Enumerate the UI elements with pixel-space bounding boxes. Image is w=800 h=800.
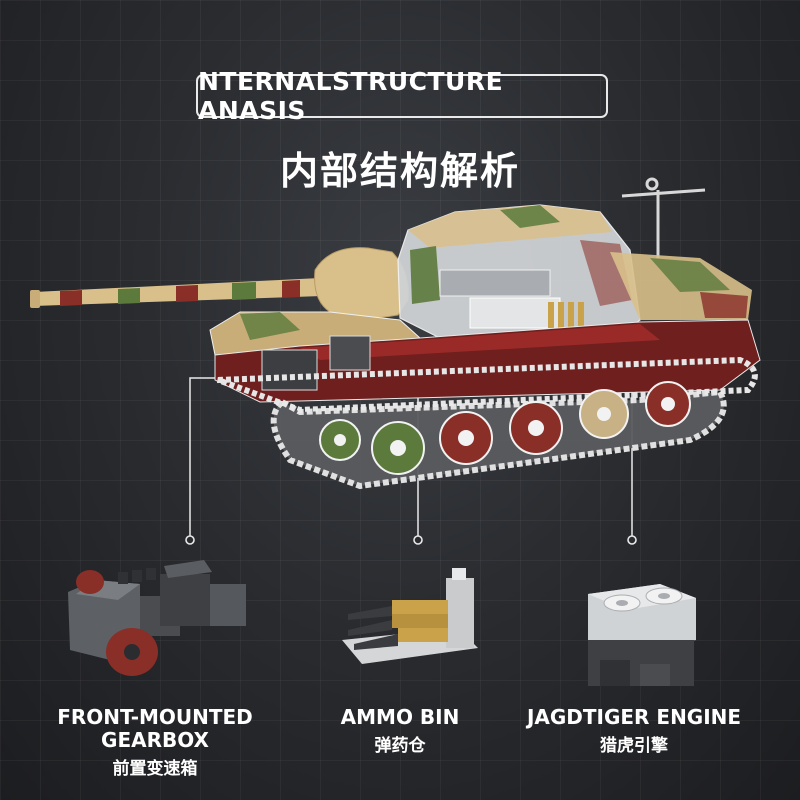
gearbox-name-en-2: GEARBOX [101,728,209,752]
title-banner: NTERNALSTRUCTURE ANASIS [196,67,608,125]
ammo-name-en: AMMO BIN [340,705,460,729]
title-english: NTERNALSTRUCTURE ANASIS [198,67,504,125]
gearbox-model [68,560,246,676]
label-engine: JAGDTIGER ENGINE 猎虎引擎 [506,706,762,759]
machine-gun [621,177,706,258]
gearbox-name-en-1: FRONT-MOUNTED [57,705,253,729]
gearbox-name-zh: 前置变速箱 [112,759,198,779]
callout-dot-gearbox [185,535,195,545]
wheel-hubs [334,397,675,456]
engine-name-zh: 猎虎引擎 [600,736,668,756]
callout-gearbox-line [189,377,268,540]
ammo-name-zh: 弹药仓 [374,736,426,756]
gun-barrel [30,278,322,308]
engine-model [588,584,696,686]
ammo-rounds [348,600,448,650]
ammo-bin-model [342,568,478,664]
engine-name-en: JAGDTIGER ENGINE [526,705,742,729]
callout-dot-ammo [413,535,423,545]
title-chinese: 内部结构解析 [279,149,520,193]
label-gearbox: FRONT-MOUNTED GEARBOX 前置变速箱 [40,706,270,782]
turret-shells [548,302,584,328]
label-ammo-bin: AMMO BIN 弹药仓 [300,706,500,759]
callout-dot-engine [627,535,637,545]
tank [30,177,761,490]
